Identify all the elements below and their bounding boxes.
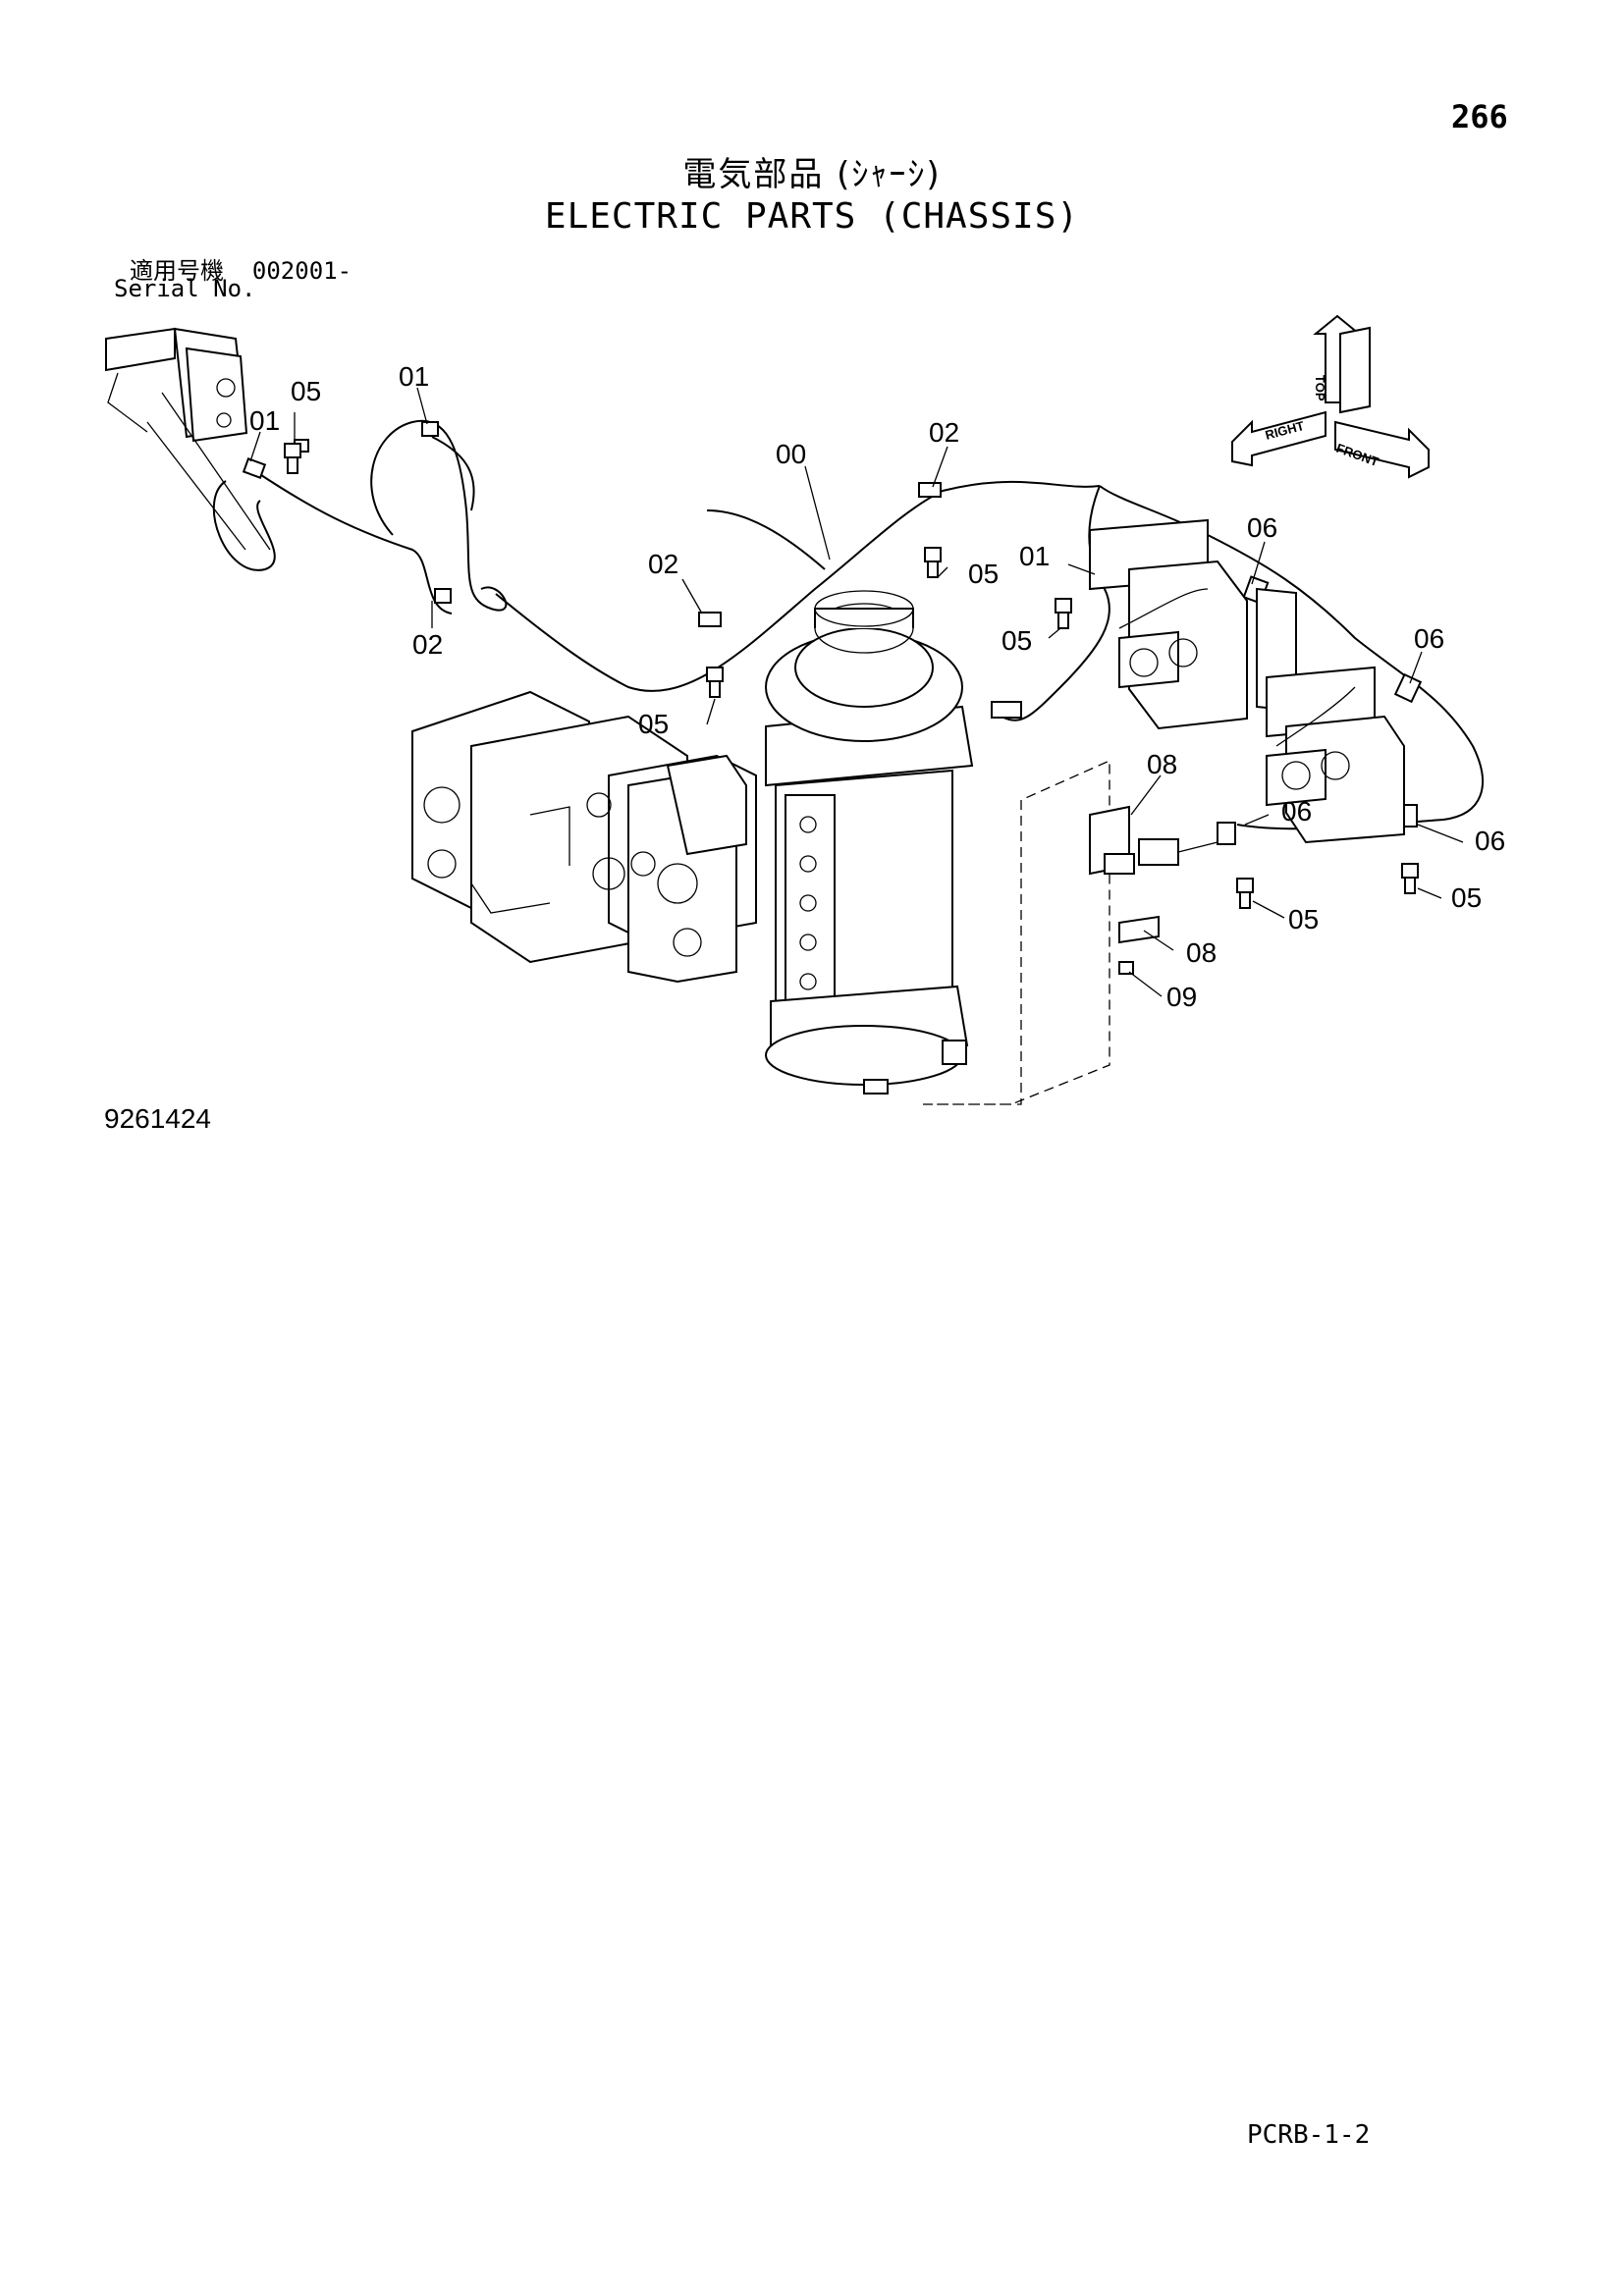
bolt-05-f (1401, 863, 1419, 894)
callout-08-upper: 08 (1147, 749, 1177, 779)
serial-number-value: 002001- (251, 257, 352, 285)
serial-label-english: Serial No. (114, 275, 256, 302)
callout-09: 09 (1166, 982, 1197, 1012)
callout-05-center: 05 (968, 559, 999, 589)
direction-top-label: TOP (1313, 375, 1327, 401)
callout-01-left: 01 (249, 405, 280, 436)
callout-06-top: 06 (1247, 512, 1277, 543)
callout-05-lower-center: 05 (1288, 904, 1319, 934)
page-code: PCRB-1-2 (1247, 2120, 1371, 2150)
page-number: 266 (1451, 98, 1508, 135)
orientation-indicator: TOP FRONT RIGHT (1231, 314, 1430, 479)
callout-08-lower: 08 (1186, 937, 1217, 968)
serial-label-jp-text: 適用号機 (130, 257, 224, 285)
callout-05-lower-left: 05 (638, 709, 669, 739)
bolt-05-a (284, 443, 301, 474)
leader-lines (249, 387, 1464, 997)
bolt-05-e (1236, 878, 1254, 909)
callout-05-right: 05 (1001, 625, 1032, 656)
solenoid-valve-left (105, 327, 271, 551)
serial-label-japanese: 適用号機 002001- (130, 251, 352, 286)
title-english: ELECTRIC PARTS (CHASSIS) (544, 196, 1080, 237)
callout-01-right: 01 (1019, 541, 1050, 571)
callout-05-top-left: 05 (291, 376, 321, 406)
callout-01-upper: 01 (399, 361, 429, 392)
detail-frame (923, 759, 1110, 1105)
callout-02-left: 02 (412, 629, 443, 660)
bolt-09 (1118, 961, 1134, 975)
title-japanese: 電気部品 (ｼｬｰｼ) (682, 155, 942, 194)
callout-06-right-lower: 06 (1475, 826, 1505, 856)
callout-02-middle: 02 (648, 549, 678, 579)
bolt-05-d (1055, 598, 1072, 629)
callout-06-middle: 06 (1281, 796, 1312, 827)
solenoid-bracket-right (1089, 518, 1405, 844)
harness-left-loop (212, 419, 508, 614)
figure-code: 9261424 (104, 1103, 212, 1134)
hydraulic-motor (411, 690, 757, 984)
bolt-05-c (924, 547, 942, 578)
bolt-05-b (706, 667, 724, 698)
swivel-joint (765, 590, 974, 1095)
callout-00-main-harness: 00 (776, 439, 806, 469)
connector-bracket (1089, 805, 1218, 944)
callout-02-right: 02 (929, 417, 959, 448)
callout-05-lower-right: 05 (1451, 882, 1482, 913)
callout-06-right-upper: 06 (1414, 623, 1444, 654)
